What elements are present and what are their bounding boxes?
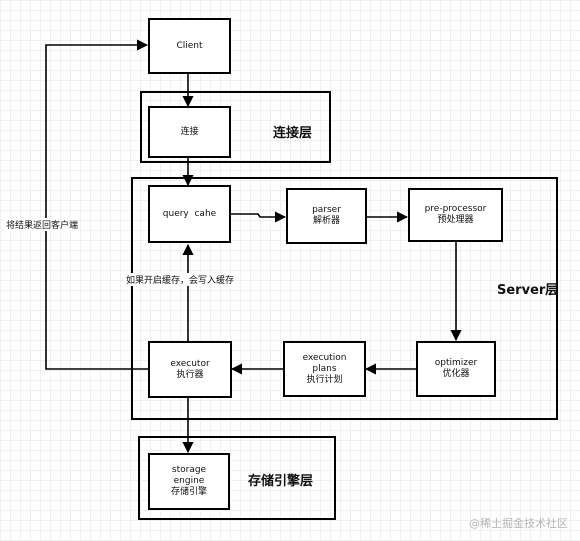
connection-label: 连接 <box>180 126 199 137</box>
execution-plans-node: execution plans 执行计划 <box>283 341 366 397</box>
server-layer <box>131 177 558 420</box>
storage-layer-label: 存储引擎层 <box>248 474 314 489</box>
parser-label: parser <box>312 205 341 215</box>
executor-node: executor 执行器 <box>148 341 232 398</box>
preprocessor-label-cn: 预处理器 <box>437 215 474 225</box>
return-to-client-label: 将结果返回客户端 <box>5 218 80 231</box>
storage-layer <box>138 436 336 520</box>
arrow-executor-to-client <box>45 39 149 370</box>
connection-node: 连接 <box>148 106 231 158</box>
query-cache-label: query cahe <box>162 208 217 219</box>
storage-engine-node: storage engine 存储引擎 <box>148 453 230 510</box>
server-layer-label: Server层 <box>497 283 559 298</box>
parser-label-cn: 解析器 <box>312 216 340 226</box>
connection-layer-label: 连接层 <box>273 126 313 141</box>
execution-plans-label-1: execution <box>302 352 347 363</box>
optimizer-label: optimizer <box>434 358 478 368</box>
query-cache-node: query cahe <box>148 185 231 243</box>
storage-engine-label-2: engine <box>173 476 205 486</box>
optimizer-node: optimizer 优化器 <box>416 341 496 397</box>
client-node: Client <box>148 18 231 74</box>
cache-write-label: 如果开启缓存，会写入缓存 <box>125 273 236 286</box>
executor-label-cn: 执行器 <box>176 369 204 380</box>
preprocessor-node: pre-processor 预处理器 <box>408 188 503 242</box>
watermark: @稀土掘金技术社区 <box>469 517 568 530</box>
execution-plans-label-cn: 执行计划 <box>306 374 343 385</box>
connection-layer <box>140 91 331 163</box>
executor-label: executor <box>170 358 210 369</box>
storage-engine-label-cn: 存储引擎 <box>170 487 207 497</box>
parser-node: parser 解析器 <box>286 188 367 244</box>
storage-engine-label-1: storage <box>171 465 207 475</box>
execution-plans-label-2: plans <box>312 363 337 374</box>
arrow-querycache-to-parser <box>230 211 287 223</box>
client-label: Client <box>176 40 203 51</box>
preprocessor-label: pre-processor <box>424 204 487 214</box>
optimizer-label-cn: 优化器 <box>442 369 470 379</box>
